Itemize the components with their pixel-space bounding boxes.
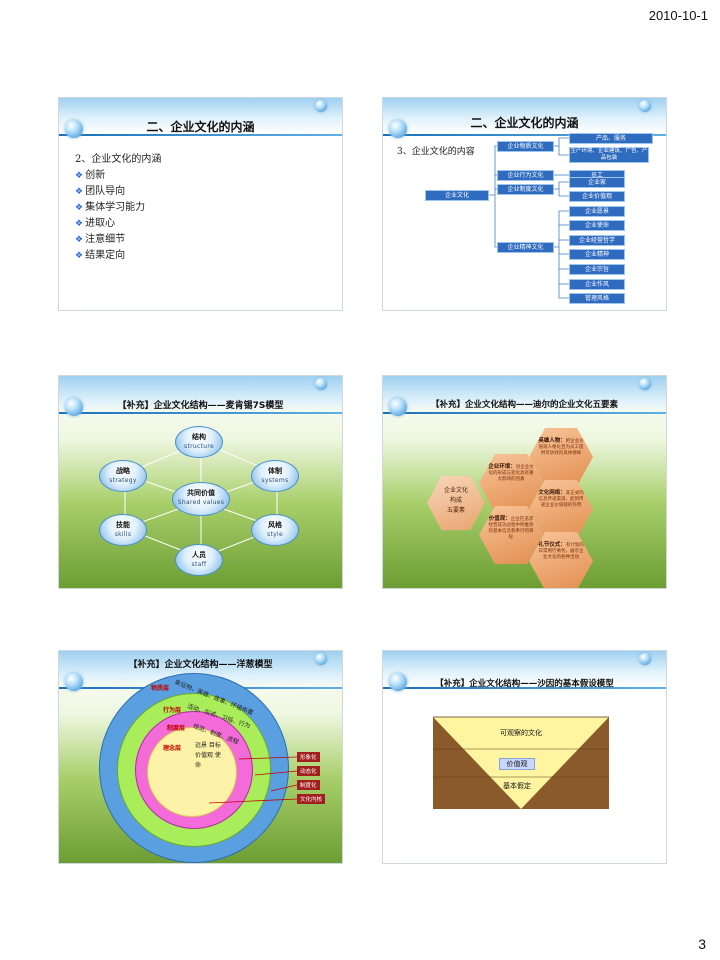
slide-1-culture-connotation[interactable]: 二、企业文化的内涵 2、企业文化的内涵 ❖创新 ❖团队导向 ❖集体学习能力 ❖进… (58, 97, 343, 311)
slide-title: 【补充】企业文化结构——迪尔的企业文化五要素 (430, 400, 618, 410)
tree-level2-box: 企业愿景 (569, 206, 625, 217)
tree-level2-box: 企业作风 (569, 279, 625, 290)
diamond-bullet-icon: ❖ (75, 171, 84, 181)
tree-level1-box: 企业精神文化 (497, 242, 554, 253)
onion-right-label: 文化内核 (297, 794, 326, 804)
tree-connector-lines (489, 137, 569, 299)
tree-level1-box: 企业物质文化 (497, 141, 554, 152)
tree-level2-box: 管理风格 (569, 293, 625, 304)
slide-2-culture-content[interactable]: 二、企业文化的内涵 3、企业文化的内容 企业文化 企业物质文化 企业行为文化 企… (382, 97, 667, 311)
diamond-bullet-icon: ❖ (75, 251, 84, 261)
slide-5-onion-model[interactable]: 【补充】企业文化结构——洋葱模型 物质层 象征物、英雄、故事、环境布置 行为层 … (58, 650, 343, 864)
orb-decoration-icon (639, 653, 651, 665)
tree-level2-box: 企业使命 (569, 220, 625, 231)
orb-decoration-icon (315, 653, 327, 665)
list-item: ❖团队导向 (75, 186, 126, 197)
orb-decoration-icon (315, 100, 327, 112)
onion-pointer-lines (208, 756, 298, 804)
onion-right-label: 形象化 (297, 752, 320, 762)
hex-values: 价值观：企业在追求经营成功过程中所推崇的基本信念和奉行的目标 (479, 506, 543, 564)
list-item: ❖注意细节 (75, 234, 126, 245)
slide-lead-text: 2、企业文化的内涵 (75, 154, 162, 165)
page-number: 3 (698, 936, 706, 952)
list-item: ❖结果定向 (75, 250, 126, 261)
orb-decoration-icon (65, 673, 83, 691)
tree-level2-box: 企业家 (569, 177, 625, 188)
slide-title: 【补充】企业文化结构——麦肯锡7S模型 (117, 401, 284, 411)
slide-header-band (59, 98, 342, 134)
tree-level2-box: 企业价值观 (569, 191, 625, 202)
orb-decoration-icon (389, 120, 407, 138)
diamond-bullet-icon: ❖ (75, 187, 84, 197)
diamond-bullet-icon: ❖ (75, 219, 84, 229)
tree-level2-box: 生产环境、企业建筑、广告、产品包装 (569, 147, 649, 163)
tree-root-box: 企业文化 (425, 190, 489, 201)
tree-level1-box: 企业行为文化 (497, 170, 554, 181)
schein-level-assumptions: 基本假定 (503, 782, 531, 790)
slide-title: 二、企业文化的内涵 (470, 116, 579, 130)
tree-level2-box: 产品、服务 (569, 133, 653, 144)
slide-title: 二、企业文化的内涵 (146, 120, 255, 134)
orb-decoration-icon (315, 378, 327, 390)
slide-header-band (59, 376, 342, 412)
schein-level-values: 价值观 (499, 758, 535, 770)
diamond-bullet-icon: ❖ (75, 203, 84, 213)
onion-right-label: 动态化 (297, 766, 320, 776)
slide-header-band (383, 376, 666, 412)
orb-decoration-icon (639, 100, 651, 112)
onion-layer-core (147, 727, 237, 817)
list-item: ❖集体学习能力 (75, 202, 146, 213)
orb-decoration-icon (65, 398, 83, 416)
tree-level1-box: 企业制度文化 (497, 184, 554, 195)
slide-4-deal-five-elements[interactable]: 【补充】企业文化结构——迪尔的企业文化五要素 企业文化构成五要素 英雄人物：把企… (382, 375, 667, 589)
orb-decoration-icon (389, 398, 407, 416)
tree-level2-box: 企业经营哲学 (569, 235, 625, 246)
header-date: 2010-10-1 (648, 8, 708, 23)
schein-level-observable: 可观察的文化 (500, 729, 542, 737)
hex-hero: 英雄人物：把企业价值观人格化且为员工提供可仿效的具体榜样 (529, 428, 593, 486)
hex-culture-network: 文化网络：非正式的信息传递渠道，起到传递企业价值观的作用 (529, 480, 593, 538)
tree-level2-box: 企业宗旨 (569, 264, 625, 275)
bullet-list: ❖创新 ❖团队导向 ❖集体学习能力 ❖进取心 ❖注意细节 ❖结果定向 (75, 168, 145, 264)
list-item: ❖进取心 (75, 218, 116, 229)
slide-title: 【补充】企业文化结构——洋葱模型 (128, 660, 273, 670)
diamond-bullet-icon: ❖ (75, 235, 84, 245)
slide-6-schein-model[interactable]: 【补充】企业文化结构——沙因的基本假设模型 可观察的文化 价值观 基本假定 (382, 650, 667, 864)
orb-decoration-icon (639, 378, 651, 390)
five-elements-center-hex: 企业文化构成五要素 (427, 476, 485, 530)
list-item: ❖创新 (75, 170, 106, 181)
slide-header-band (383, 651, 666, 687)
orb-decoration-icon (65, 120, 83, 138)
tree-level2-box: 企业精神 (569, 249, 625, 260)
slide-header-band (383, 98, 666, 134)
onion-right-label: 制度化 (297, 780, 320, 790)
slide-lead-text: 3、企业文化的内容 (397, 147, 475, 157)
orb-decoration-icon (389, 673, 407, 691)
slide-title: 【补充】企业文化结构——沙因的基本假设模型 (435, 679, 614, 689)
